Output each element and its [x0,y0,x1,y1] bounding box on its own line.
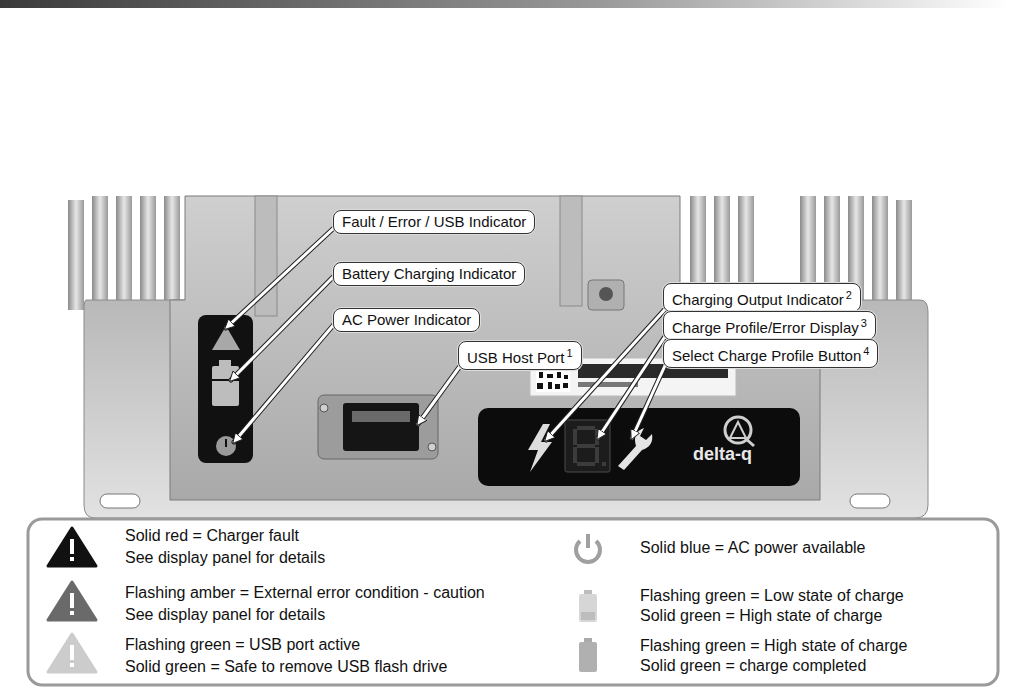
legend-text: Solid green = charge completed [640,656,866,676]
legend-text: Solid blue = AC power available [640,538,865,558]
callout-text: Charging Output Indicator [672,291,844,308]
legend-text: Flashing green = Low state of charge [640,586,904,606]
legend-text: Solid green = Safe to remove USB flash d… [125,657,447,677]
legend-icons [48,528,600,672]
callout-number: 4 [863,345,869,357]
callout-number: 3 [861,317,867,329]
legend-frame [28,519,998,685]
callout-box: Battery Charging Indicator [333,262,525,286]
legend-text: See display panel for details [125,548,325,568]
legend-text: Flashing green = USB port active [125,635,360,655]
callout-text: Select Charge Profile Button [672,347,861,364]
callout-number: 1 [567,347,573,359]
callout-box: AC Power Indicator [333,308,480,332]
bolt-hole [599,287,613,301]
callout-text: Fault / Error / USB Indicator [342,213,526,230]
callout-box: Select Charge Profile Button4 [663,339,878,368]
top-bar [0,0,1009,8]
legend-text: Flashing amber = External error conditio… [125,583,485,603]
legend-text: Solid green = High state of charge [640,606,882,626]
callout-text: Battery Charging Indicator [342,265,516,282]
callout-text: AC Power Indicator [342,311,471,328]
callout-box: Fault / Error / USB Indicator [333,210,535,234]
legend-text: See display panel for details [125,605,325,625]
usb-port [318,395,438,459]
callout-text: USB Host Port [467,349,565,366]
callout-number: 2 [846,289,852,301]
indicator-panel [198,315,253,463]
callout-box: Charge Profile/Error Display3 [663,311,876,340]
callout-text: Charge Profile/Error Display [672,319,859,336]
leader-lines [226,226,668,442]
mounting-slot [100,494,140,508]
legend-text: Flashing green = High state of charge [640,636,907,656]
callout-box: Charging Output Indicator2 [663,283,861,312]
legend-text: Solid red = Charger fault [125,526,299,546]
callout-box: USB Host Port1 [458,341,582,370]
brand-logo: delta-q [693,444,752,464]
mounting-slot [850,494,890,508]
